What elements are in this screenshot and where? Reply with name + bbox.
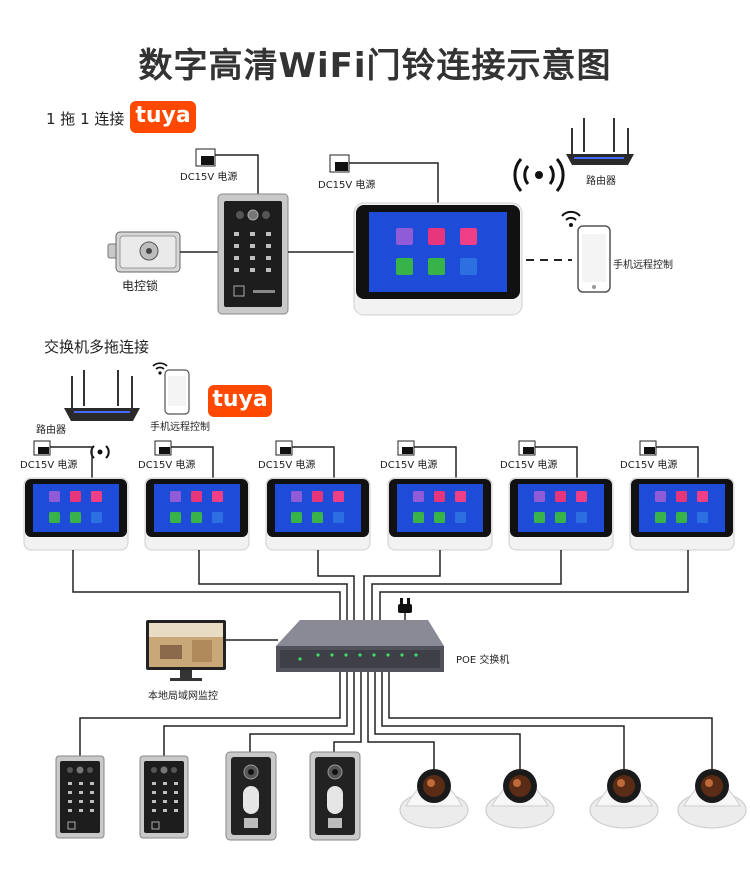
outdoor-keypad-panel-icon (217, 193, 289, 315)
phone-remote-label: 手机远程控制 (613, 260, 673, 271)
page-title: 数字高清WiFi门铃连接示意图 (138, 46, 612, 86)
indoor-monitor-icon (265, 477, 371, 551)
indoor-monitor-icon (629, 477, 735, 551)
smartphone-icon (577, 225, 611, 293)
monitor-power-label: DC15V 电源 (318, 180, 376, 191)
poe-switch-label: POE 交换机 (456, 655, 510, 666)
doorbell-panel-icon (309, 751, 361, 841)
dome-camera-icon (399, 769, 469, 829)
lan-monitor-icon (146, 620, 226, 681)
power-adapter-icon (275, 440, 293, 456)
dome-camera-icon (677, 769, 747, 829)
lan-monitor-label: 本地局域网监控 (148, 691, 218, 702)
wifi-small-icon (561, 210, 581, 227)
wifi-small-icon (152, 362, 168, 375)
smartphone-icon (164, 369, 190, 415)
power-adapter-icon (154, 440, 172, 456)
monitor-power-label: DC15V 电源 (138, 460, 196, 471)
router-icon (566, 118, 634, 165)
tuya-logo: tuya (208, 385, 272, 417)
indoor-monitor-icon (387, 477, 493, 551)
power-adapter-icon (639, 440, 657, 456)
section-one-label: 1 拖 1 连接 (46, 110, 125, 128)
wifi-signal-icon (90, 445, 110, 459)
outdoor-keypad-panel-icon (139, 755, 189, 839)
dome-camera-icon (589, 769, 659, 829)
router-icon (64, 370, 140, 421)
indoor-monitor-icon (23, 477, 129, 551)
monitor-power-label: DC15V 电源 (380, 460, 438, 471)
indoor-monitor-icon (508, 477, 614, 551)
phone-remote-label: 手机远程控制 (150, 422, 210, 433)
router-label: 路由器 (586, 176, 616, 187)
tuya-logo: tuya (130, 101, 196, 133)
electric-lock-label: 电控锁 (122, 279, 159, 293)
doorbell-panel-icon (225, 751, 277, 841)
dome-camera-icon (485, 769, 555, 829)
outdoor-keypad-panel-icon (55, 755, 105, 839)
power-adapter-icon (33, 440, 51, 456)
monitor-power-label: DC15V 电源 (500, 460, 558, 471)
power-adapter-icon (518, 440, 536, 456)
monitor-power-label: DC15V 电源 (620, 460, 678, 471)
power-adapter-icon (397, 440, 415, 456)
wifi-signal-icon (513, 158, 565, 192)
indoor-monitor-icon (144, 477, 250, 551)
monitor-power-label: DC15V 电源 (20, 460, 78, 471)
section-two-label: 交换机多拖连接 (44, 338, 150, 356)
monitor-power-label: DC15V 电源 (258, 460, 316, 471)
power-adapter-icon (195, 148, 216, 167)
power-plug-icon (398, 598, 412, 613)
router-label: 路由器 (36, 425, 66, 436)
outdoor-power-label: DC15V 电源 (180, 172, 238, 183)
indoor-monitor-icon (353, 202, 523, 316)
poe-switch-icon (276, 620, 444, 672)
